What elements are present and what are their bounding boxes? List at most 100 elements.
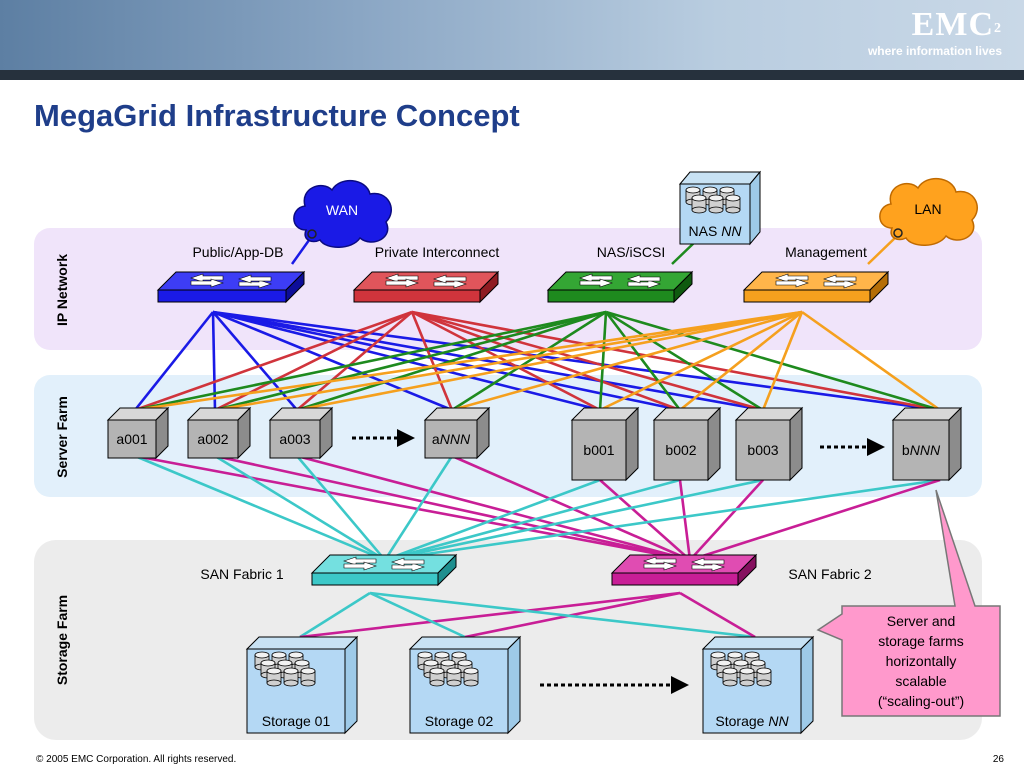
ip-link <box>214 310 607 412</box>
disk-icon <box>685 186 741 214</box>
server-bNNN: bNNN <box>891 406 963 482</box>
server-label: bNNN <box>902 442 941 458</box>
lan-cloud: LAN <box>879 178 978 246</box>
ip-link <box>212 310 941 412</box>
ip-link <box>296 310 607 412</box>
disk-icon <box>254 651 316 687</box>
wan-label: WAN <box>326 202 358 218</box>
server-b001: b001 <box>570 406 640 482</box>
san-link <box>296 454 691 562</box>
storage-link <box>299 591 371 639</box>
lan-label: LAN <box>914 201 941 217</box>
callout-line-1: Server and <box>887 613 955 629</box>
nas-storage: NAS NN <box>678 170 762 246</box>
ip-link <box>212 310 764 412</box>
ip-link <box>605 310 941 412</box>
switch-arrows-icon <box>579 273 661 289</box>
san-link <box>384 478 941 562</box>
footer-copyright: © 2005 EMC Corporation. All rights reser… <box>36 754 237 765</box>
switch-private-interconnect <box>352 270 500 304</box>
switch-label-mgmt: Management <box>785 244 867 260</box>
ip-link <box>451 310 607 412</box>
wan-cloud: WAN <box>293 180 392 248</box>
storage-link <box>299 591 681 639</box>
storage-label: Storage 01 <box>262 713 331 729</box>
slide-title: MegaGrid Infrastructure Concept <box>34 98 520 133</box>
callout-line-5: (“scaling-out”) <box>878 693 964 709</box>
zone-label-server: Server Farm <box>54 396 70 478</box>
storage-link <box>679 591 756 639</box>
ip-link <box>604 311 682 411</box>
server-b003: b003 <box>734 406 804 482</box>
emc-logo: EMC2 where information lives <box>868 6 1002 58</box>
switch-arrows-icon <box>775 273 857 289</box>
san-link <box>599 479 691 561</box>
ip-link <box>679 310 803 412</box>
switch-label-san1: SAN Fabric 1 <box>200 566 283 582</box>
san-link <box>451 454 691 562</box>
zone-label-ip: IP Network <box>54 254 70 326</box>
server-aNNN: aNNN <box>423 406 491 460</box>
switch-arrows-icon <box>343 556 425 572</box>
switch-arrows-icon <box>643 556 725 572</box>
switch-san-fabric-1 <box>310 553 458 587</box>
header-banner-stripe <box>0 70 1024 80</box>
ip-link <box>296 310 803 412</box>
san-link <box>689 479 764 561</box>
storage-01: Storage 01 <box>245 635 359 735</box>
san-link <box>678 479 692 561</box>
san-link <box>214 454 691 562</box>
ip-link <box>212 310 453 412</box>
storage-label: Storage NN <box>715 713 789 729</box>
ip-link <box>761 311 804 411</box>
server-a001: a001 <box>106 406 170 460</box>
switch-arrows-icon <box>190 273 272 289</box>
ip-link <box>801 310 941 412</box>
server-label: b001 <box>583 442 614 458</box>
callout-line-3: horizontally <box>886 653 957 669</box>
nas-label: NAS NN <box>689 223 743 239</box>
ip-link <box>410 311 454 411</box>
server-label: a003 <box>279 431 310 447</box>
disk-icon <box>417 651 479 687</box>
server-label: b003 <box>747 442 778 458</box>
logo-superscript: 2 <box>994 21 1002 36</box>
ip-link <box>134 310 413 412</box>
server-a003: a003 <box>268 406 334 460</box>
callout-line-4: scalable <box>895 673 947 689</box>
san-link <box>383 455 454 561</box>
page-number: 26 <box>992 754 1004 765</box>
storage-arrays: Storage 01 Storage 02 Storage NN <box>245 635 815 735</box>
server-label: b002 <box>665 442 696 458</box>
logo-text: EMC <box>911 6 994 43</box>
storage-label: Storage 02 <box>425 713 494 729</box>
ip-link <box>411 310 941 412</box>
disk-icon <box>710 651 772 687</box>
scaling-callout: Server and storage farms horizontally sc… <box>816 489 1001 717</box>
storage-NN: Storage NN <box>701 635 815 735</box>
connection-lines <box>133 310 941 639</box>
san-link <box>384 478 681 562</box>
ip-link <box>605 310 764 412</box>
callout-line-2: storage farms <box>878 633 964 649</box>
san-link <box>384 478 764 562</box>
storage-02: Storage 02 <box>408 635 522 735</box>
san-link <box>689 478 941 562</box>
logo-tagline: where information lives <box>867 44 1002 58</box>
server-b002: b002 <box>652 406 722 482</box>
san-link <box>214 454 386 562</box>
ip-link <box>134 310 607 412</box>
ip-link <box>598 311 608 411</box>
switch-arrows-icon <box>385 273 467 289</box>
switch-san-fabric-2 <box>610 553 758 587</box>
lan-uplink <box>867 235 898 265</box>
san-link <box>296 455 386 561</box>
ip-link <box>133 311 215 411</box>
san-link <box>384 478 601 562</box>
storage-link <box>369 591 466 639</box>
server-label: aNNN <box>432 431 471 447</box>
ip-link <box>411 310 764 412</box>
ip-link <box>134 310 803 412</box>
